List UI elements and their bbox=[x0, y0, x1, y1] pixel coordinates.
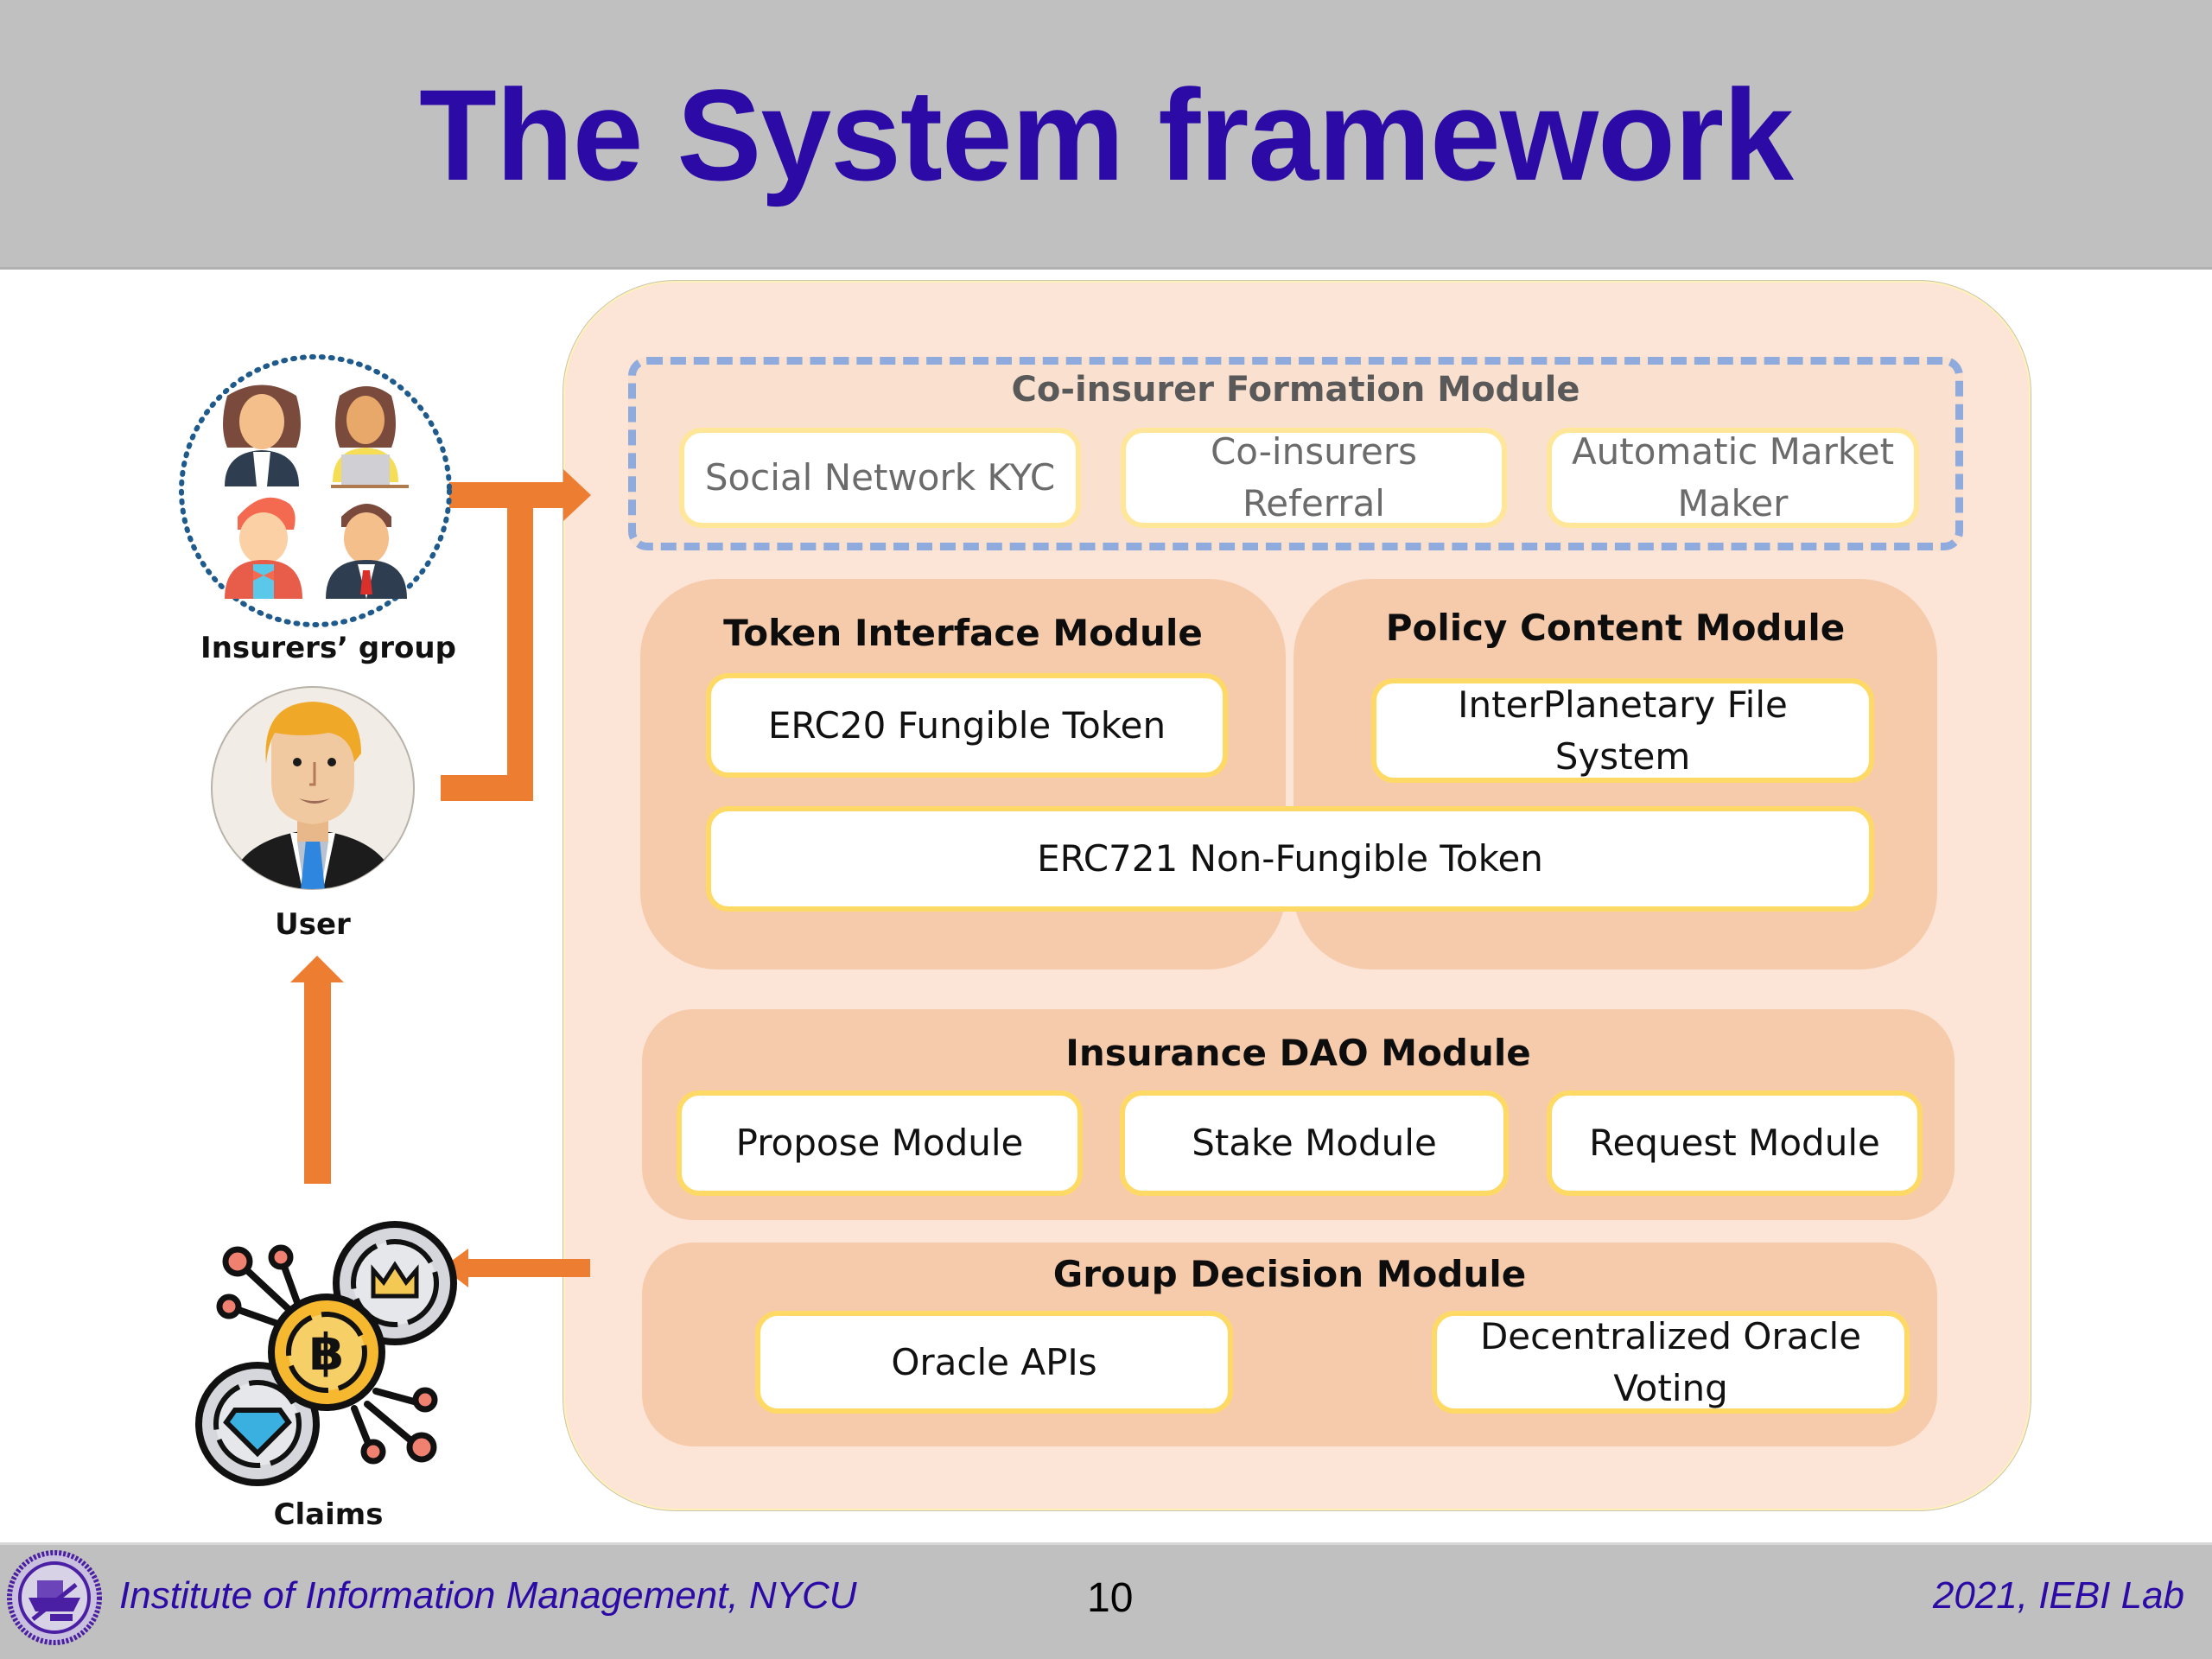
propose-module-box: Propose Module bbox=[677, 1090, 1083, 1196]
stake-module-box: Stake Module bbox=[1120, 1090, 1509, 1196]
claims-label: Claims bbox=[273, 1497, 384, 1532]
people-group-icon bbox=[179, 354, 452, 627]
oracle-apis-box: Oracle APIs bbox=[755, 1311, 1233, 1414]
arrow-framework-to-claims bbox=[442, 1249, 590, 1287]
arrow-to-framework bbox=[441, 469, 591, 801]
footer-institute: Institute of Information Management, NYC… bbox=[119, 1574, 857, 1617]
slide-header bbox=[0, 0, 2212, 270]
decentralized-oracle-voting-box: Decentralized Oracle Voting bbox=[1432, 1311, 1910, 1414]
automatic-market-maker-box: Automatic Market Maker bbox=[1547, 428, 1919, 528]
footer-lab: 2021, IEBI Lab bbox=[1932, 1574, 2184, 1617]
user-avatar-icon bbox=[211, 686, 415, 890]
co-insurers-referral-box: Co-insurers Referral bbox=[1121, 428, 1507, 528]
group-decision-title: Group Decision Module bbox=[1052, 1253, 1527, 1295]
arrow-claims-to-user bbox=[290, 956, 344, 1184]
policy-content-title: Policy Content Module bbox=[1385, 607, 1846, 649]
erc721-non-fungible-token-box: ERC721 Non-Fungible Token bbox=[706, 806, 1874, 912]
svg-text:฿: ฿ bbox=[309, 1323, 344, 1382]
insurers-group-label: Insurers’ group bbox=[200, 631, 456, 665]
page-number: 10 bbox=[1087, 1575, 1134, 1621]
crypto-coins-icon: ฿ bbox=[195, 1221, 457, 1486]
nycu-logo-icon bbox=[7, 1550, 102, 1645]
slide-footer bbox=[0, 1542, 2212, 1659]
ipfs-box: InterPlanetary File System bbox=[1371, 678, 1874, 783]
request-module-box: Request Module bbox=[1547, 1090, 1923, 1196]
user-label: User bbox=[275, 907, 351, 942]
slide-title: The System framework bbox=[419, 61, 1794, 207]
insurance-dao-title: Insurance DAO Module bbox=[1065, 1032, 1531, 1074]
social-network-kyc-box: Social Network KYC bbox=[679, 428, 1081, 528]
co-insurer-formation-title: Co-insurer Formation Module bbox=[1011, 370, 1580, 410]
token-interface-title: Token Interface Module bbox=[723, 612, 1203, 654]
erc20-fungible-token-box: ERC20 Fungible Token bbox=[706, 673, 1228, 778]
